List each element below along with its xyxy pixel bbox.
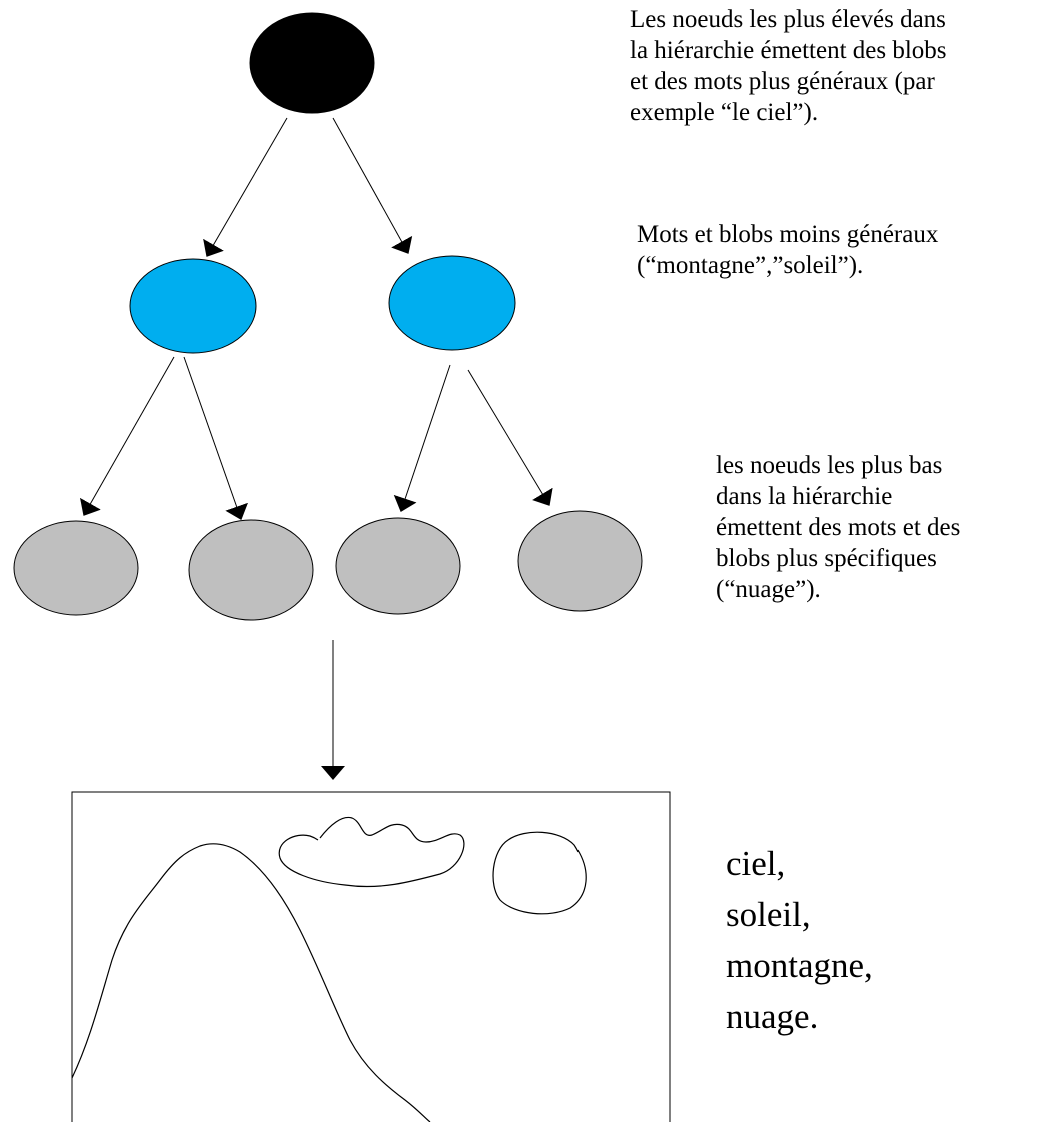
annotation-middle-line: (“montagne”,”soleil”). — [637, 252, 864, 279]
arrow-root-to-middle-right — [332, 117, 413, 254]
word-list: ciel, soleil, montagne, nuage. — [726, 838, 873, 1042]
cloud-sketch — [278, 816, 465, 888]
annotation-middle-line: Mots et blobs moins généraux — [637, 221, 939, 248]
annotation-bottom-line: (“nuage”). — [716, 576, 821, 603]
arrow-middle-right-to-leaf-4 — [467, 369, 553, 506]
word-list-item: ciel, — [726, 844, 786, 883]
leaf-node-1 — [13, 520, 139, 616]
word-list-item: nuage. — [726, 997, 819, 1036]
leaf-node-3 — [335, 517, 461, 615]
annotation-top-line: Les noeuds les plus élevés dans — [630, 6, 946, 33]
annotation-top-line: la hiérarchie émettent des blobs — [630, 37, 947, 64]
annotation-bottom-line: les noeuds les plus bas — [716, 452, 943, 479]
image-frame — [71, 791, 671, 1122]
leaf-node-4 — [517, 510, 643, 612]
leaf-node-2 — [188, 519, 314, 621]
annotation-bottom-line: émettent des mots et des — [716, 514, 961, 541]
arrow-middle-right-to-leaf-3 — [393, 364, 451, 512]
annotation-bottom: les noeuds les plus bas dans la hiérarch… — [716, 450, 960, 605]
word-list-item: soleil, — [726, 895, 811, 934]
sun-sketch — [492, 831, 587, 915]
annotation-bottom-line: dans la hiérarchie — [716, 483, 893, 510]
arrow-middle-left-to-leaf-2 — [183, 356, 249, 520]
annotation-top-line: et des mots plus généraux (par — [630, 68, 935, 95]
annotation-middle: Mots et blobs moins généraux (“montagne”… — [637, 219, 938, 281]
mountain-sketch — [71, 843, 431, 1122]
root-node — [249, 12, 375, 114]
middle-node-left — [129, 258, 257, 354]
annotation-top: Les noeuds les plus élevés dans la hiéra… — [630, 4, 947, 128]
middle-node-right — [388, 255, 516, 351]
annotation-bottom-line: blobs plus spécifiques — [716, 545, 937, 572]
word-list-item: montagne, — [726, 946, 873, 985]
arrow-root-to-middle-left — [203, 117, 288, 257]
arrow-middle-left-to-leaf-1 — [80, 356, 175, 516]
annotation-top-line: exemple “le ciel”). — [630, 99, 819, 126]
